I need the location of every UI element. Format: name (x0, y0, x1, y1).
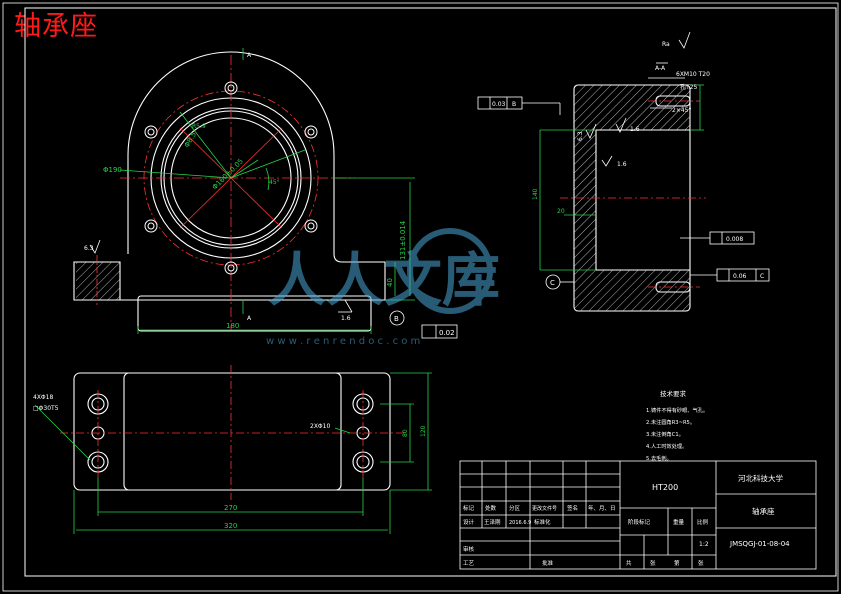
tech-line-2: 2.未注圆角R3~R5。 (646, 418, 695, 426)
chamfer-note: 2×45° (672, 107, 691, 114)
tech-line-4: 4.人工时效处理。 (646, 442, 687, 450)
top-view: 4XΦ18 □Φ30T5 2XΦ10 270 320 80 120 (33, 365, 432, 534)
side-view: Ra A-A 6XM10 T20 孔T25 2×45° 0.03 B 0.008… (477, 31, 770, 312)
dim-diameter-outer: Φ190 (103, 166, 122, 174)
datum-c-label: C (550, 279, 555, 287)
watermark: 人人文库 w w w . r e n r e n d o c . c o m (266, 228, 500, 347)
audit-label: 审核 (463, 545, 475, 553)
material-text: HT200 (652, 483, 678, 492)
tol-bottom-datum: C (760, 273, 764, 280)
roughness-bottom: 1.6 (341, 315, 351, 322)
tol-bottom-text: 0.06 (733, 273, 747, 280)
row-label-3: 更改文件号 (532, 505, 557, 512)
process-label: 工艺 (463, 560, 475, 567)
tol-top-text: 0.03 (492, 101, 506, 108)
roughness-3: 1.6 (630, 126, 640, 133)
row-label-5: 年、月、日 (588, 504, 616, 512)
design-label: 设计 (463, 518, 475, 526)
watermark-url: w w w . r e n r e n d o c . c o m (266, 336, 420, 347)
tol-mid-text: 0.008 (726, 236, 743, 243)
dim-20: 20 (557, 208, 565, 215)
hole-note-2: 孔T25 (680, 83, 697, 91)
row-label-4: 签名 (567, 504, 578, 512)
side-section-label: A-A (655, 65, 666, 72)
roughness-2: 1.6 (617, 161, 627, 168)
sheet-label-1: 张 (650, 559, 656, 567)
row-label-1: 处数 (485, 504, 497, 512)
sheet-label-3: 张 (698, 559, 704, 567)
row-label-0: 标记 (463, 504, 475, 512)
drawing-no-text: JMSQGJ-01-08-04 (729, 540, 790, 548)
standard-label: 标准化 (534, 518, 551, 526)
side-top-note: Ra (662, 41, 670, 48)
dim-320: 320 (224, 522, 237, 530)
sheet-label-0: 共 (626, 559, 632, 567)
front-view: Φ190 Φ160±0.05 Φ8.5 R5.9 45° 131±0.014 4… (73, 48, 458, 339)
school-text: 河北科技大学 (738, 473, 783, 483)
dim-270: 270 (224, 504, 237, 512)
sheet-label-2: 第 (674, 559, 680, 567)
weight-label: 重量 (673, 518, 685, 526)
dim-width: 180 (226, 322, 239, 330)
section-mark-bottom: A (247, 315, 252, 322)
dim-angle: 45° (269, 179, 280, 186)
page-title: 轴承座 (14, 11, 98, 42)
stage-mark-label: 阶段标记 (628, 518, 651, 526)
dim-80: 80 (402, 429, 409, 437)
ratio-label: 比例 (697, 518, 709, 526)
roughness-left: 6.3 (84, 245, 94, 252)
tech-heading: 技术要求 (660, 389, 687, 398)
approve-label: 批准 (542, 559, 554, 567)
hole-note-1: 6XM10 T20 (676, 71, 710, 78)
dim-120: 120 (420, 425, 427, 437)
datum-b-label: B (394, 315, 399, 323)
section-mark-top: A (247, 52, 252, 59)
tech-line-5: 5.去毛刺。 (646, 454, 672, 462)
top-hole-note-2: □Φ30T5 (33, 405, 59, 412)
row-label-2: 分区 (509, 504, 521, 512)
tol-top-datum: B (512, 101, 516, 108)
tech-line-1: 1.铸件不得有砂眼、气孔。 (646, 406, 708, 414)
dim-140: 140 (532, 188, 539, 200)
title-block: HT200 河北科技大学 轴承座 JMSQGJ-01-08-04 1:2 标记 … (459, 460, 817, 570)
roughness-1: 6.3 (577, 131, 584, 141)
tech-line-3: 3.未注倒角C1。 (646, 430, 684, 438)
tech-requirements: 技术要求 1.铸件不得有砂眼、气孔。 2.未注圆角R3~R5。 3.未注倒角C1… (646, 389, 708, 462)
design-date: 2016.6.9 (509, 520, 531, 526)
dim-height: 131±0.014 (399, 220, 407, 260)
watermark-text: 人人文库 (268, 246, 500, 314)
dim-r: R5.9 (192, 123, 206, 130)
tol-b-text: 0.02 (439, 329, 455, 337)
dim-base: 40 (386, 278, 394, 287)
top-dim-left: 2XΦ10 (310, 423, 330, 430)
top-hole-note-1: 4XΦ18 (33, 394, 53, 401)
scale-text: 1:2 (699, 541, 709, 548)
designer-name: 王泽刚 (484, 518, 501, 526)
part-name-text: 轴承座 (752, 506, 775, 516)
